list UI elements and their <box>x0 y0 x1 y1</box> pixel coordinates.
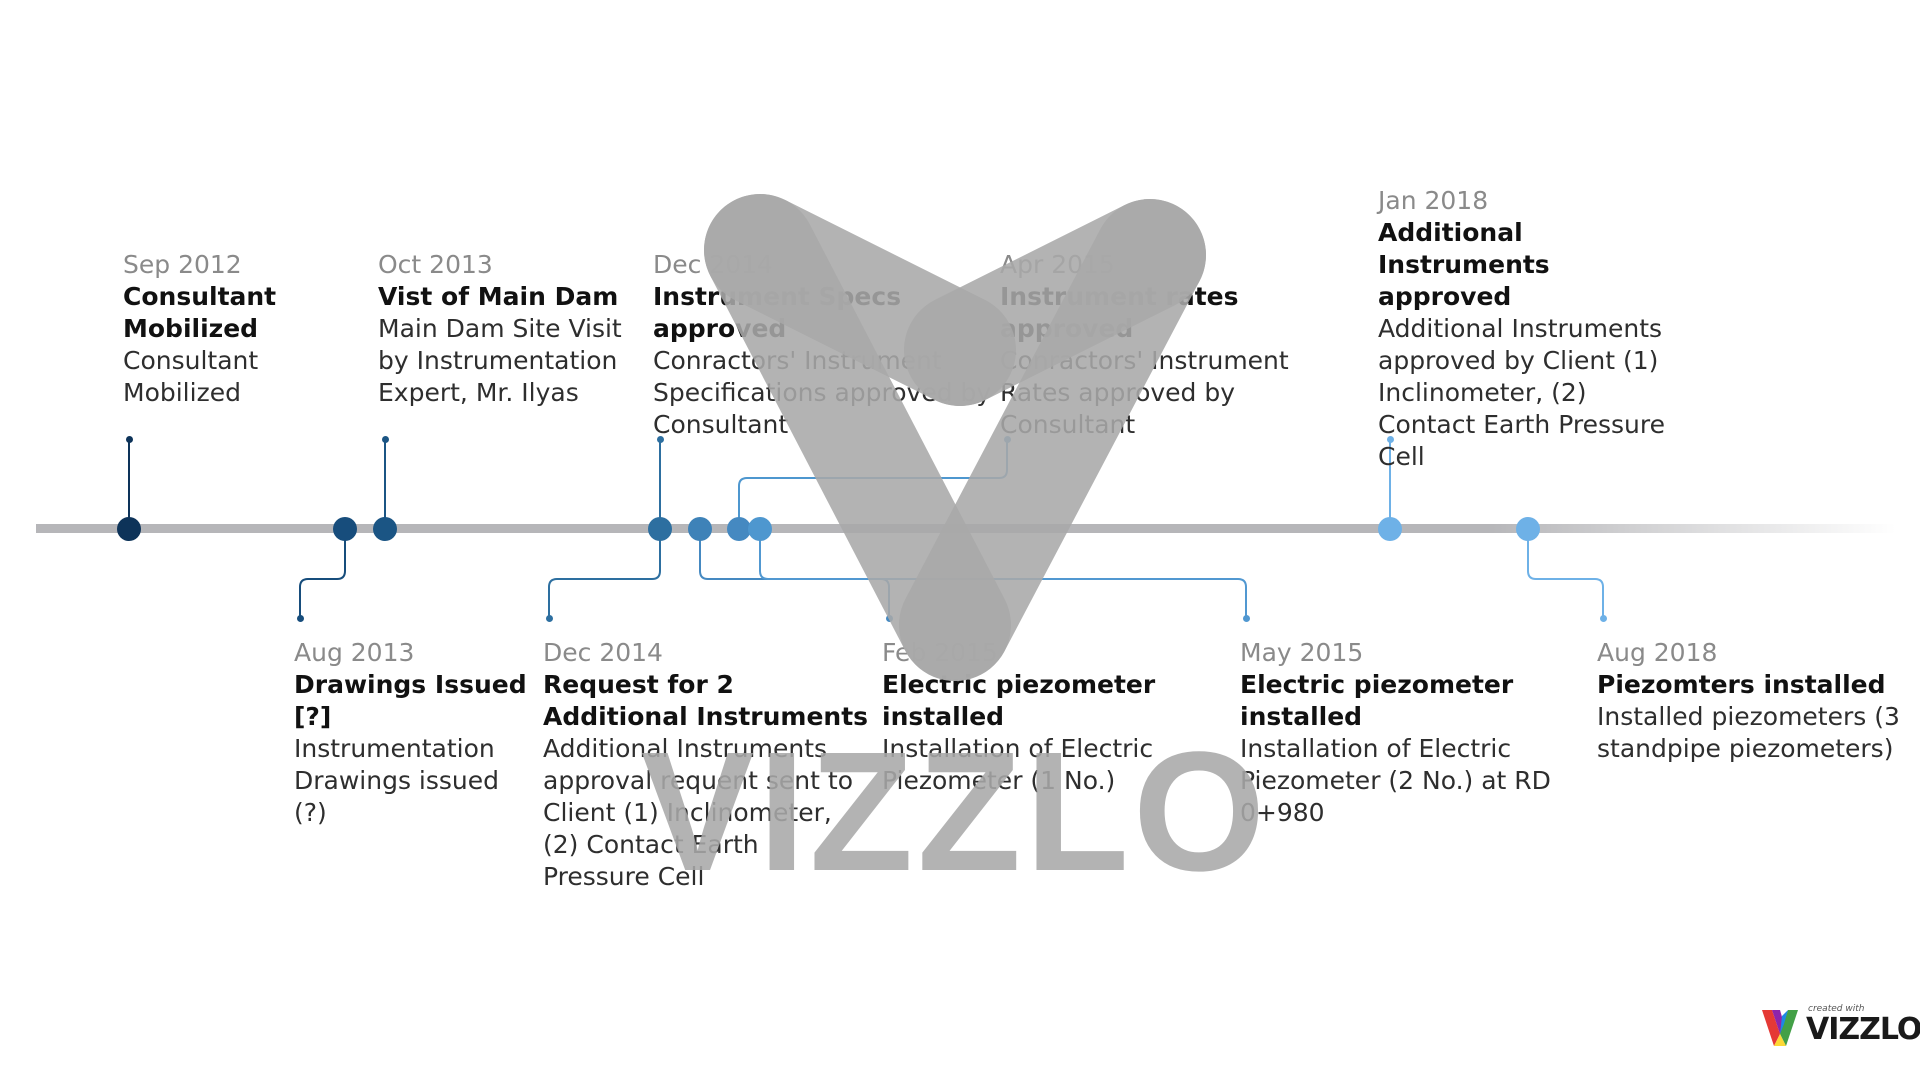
event-date: Apr 2015 <box>1000 250 1115 279</box>
event-title: Vist of Main Dam <box>378 282 619 311</box>
node-dec-2014-b <box>688 517 712 541</box>
event-description: Installed piezometers (3 standpipe piezo… <box>1597 702 1900 763</box>
connector-dec-2014-request <box>548 529 661 618</box>
brand-tagline: created with <box>1808 1004 1865 1014</box>
event-date: May 2015 <box>1240 638 1364 667</box>
event-date: Aug 2018 <box>1597 638 1718 667</box>
event-apr-2015: Apr 2015 Instrument rates approved Conra… <box>1000 249 1340 441</box>
event-aug-2018: Aug 2018 Piezomters installed Installed … <box>1597 637 1902 765</box>
event-date: Dec 2014 <box>653 250 773 279</box>
event-date: Oct 2013 <box>378 250 493 279</box>
event-dec-2014-request: Dec 2014 Request for 2 Additional Instru… <box>543 637 873 893</box>
event-title: Piezomters installed <box>1597 670 1886 699</box>
node-apr-2015 <box>748 517 772 541</box>
event-title: Electric piezometer installed <box>882 670 1156 731</box>
event-description: Consultant Mobilized <box>123 346 259 407</box>
node-dec-2014 <box>648 517 672 541</box>
connector-aug-2013 <box>299 529 346 618</box>
event-date: Dec 2014 <box>543 638 663 667</box>
event-aug-2013: Aug 2013 Drawings Issued [?] Instrumenta… <box>294 637 534 829</box>
node-sep-2012 <box>117 517 141 541</box>
event-description: Installation of Electric Piezometer (2 N… <box>1240 734 1551 827</box>
event-title: Electric piezometer installed <box>1240 670 1514 731</box>
pin-dec-2014 <box>657 436 664 443</box>
event-feb-2015: Feb 2015 Electric piezometer installed I… <box>882 637 1232 797</box>
event-title: Consultant Mobilized <box>123 282 277 343</box>
event-jan-2018: Jan 2018 Additional Instruments approved… <box>1378 185 1688 473</box>
event-date: Feb 2015 <box>882 638 998 667</box>
event-description: Conractors' Instrument Specifications ap… <box>653 346 992 439</box>
event-date: Sep 2012 <box>123 250 242 279</box>
event-description: Main Dam Site Visit by Instrumentation E… <box>378 314 622 407</box>
pin-aug-2013 <box>297 615 304 622</box>
pin-aug-2018 <box>1600 615 1607 622</box>
event-description: Installation of Electric Piezometer (1 N… <box>882 734 1154 795</box>
pin-feb-2015 <box>886 615 893 622</box>
brand-name: VIZZLO <box>1806 1012 1920 1047</box>
pin-dec-2014-req <box>546 615 553 622</box>
pin-may-2015 <box>1243 615 1250 622</box>
event-dec-2014-specs: Dec 2014 Instrument Specs approved Conra… <box>653 249 993 441</box>
connector-aug-2018 <box>1527 529 1604 618</box>
node-jan-2018 <box>1378 517 1402 541</box>
event-title: Drawings Issued [?] <box>294 670 527 731</box>
pin-oct-2013 <box>382 436 389 443</box>
event-description: Additional Instruments approved by Clien… <box>1378 314 1665 471</box>
event-may-2015: May 2015 Electric piezometer installed I… <box>1240 637 1590 829</box>
node-aug-2013 <box>333 517 357 541</box>
connector-feb-2015 <box>699 529 890 618</box>
pin-sep-2012 <box>126 436 133 443</box>
node-oct-2013 <box>373 517 397 541</box>
event-description: Instrumentation Drawings issued (?) <box>294 734 500 827</box>
event-title: Request for 2 Additional Instruments <box>543 670 869 731</box>
node-aug-2018 <box>1516 517 1540 541</box>
event-oct-2013: Oct 2013 Vist of Main Dam Main Dam Site … <box>378 249 628 409</box>
event-date: Jan 2018 <box>1378 186 1489 215</box>
connector-apr-2015 <box>738 440 1008 529</box>
event-title: Additional Instruments approved <box>1378 218 1550 311</box>
pin-jan-2018 <box>1387 436 1394 443</box>
vizzlo-logo: created with VIZZLO <box>1760 1004 1920 1050</box>
event-sep-2012: Sep 2012 Consultant Mobilized Consultant… <box>123 249 313 409</box>
event-description: Conractors' Instrument Rates approved by… <box>1000 346 1289 439</box>
event-description: Additional Instruments approval requent … <box>543 734 853 891</box>
vizzlo-v-icon <box>1762 1010 1798 1046</box>
event-title: Instrument Specs approved <box>653 282 902 343</box>
event-date: Aug 2013 <box>294 638 415 667</box>
event-title: Instrument rates approved <box>1000 282 1239 343</box>
connector-may-2015 <box>759 529 1247 618</box>
